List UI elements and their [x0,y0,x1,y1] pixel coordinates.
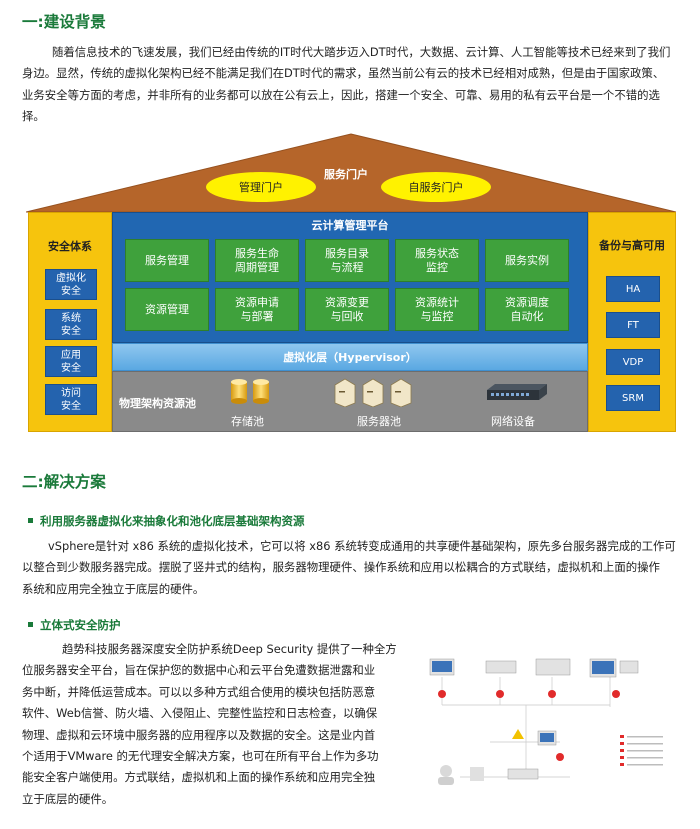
hypervisor-layer: 虚拟化层（Hypervisor） [112,343,588,371]
security-item: 应用安全 [45,346,97,377]
security-item-label: 安全 [61,400,81,412]
section1-paragraph: 随着信息技术的飞速发展，我们已经由传统的IT时代大踏步迈入DT时代，大数据、云计… [22,42,678,128]
cloud-management-platform: 云计算管理平台 服务管理服务生命周期管理服务目录与流程服务状态监控服务实例资源管… [112,212,588,343]
backup-panel-title: 备份与高可用 [599,239,665,252]
backup-item: VDP [606,349,660,375]
sub1-heading: 利用服务器虚拟化来抽象化和池化底层基础架构资源 [28,513,305,529]
platform-module-label: 资源统计 [415,295,459,309]
storage-icon [231,379,269,404]
paragraph-line: 个适用于VMware 的无代理安全解决方案，也可在所有平台上作为多功 [22,749,379,764]
paragraph-line: 立于底层的硬件。 [22,791,114,806]
platform-module: 服务目录与流程 [305,239,389,282]
paragraph-line: 软件、Web信誉、防火墙、入侵阻止、完整性监控和日志检查，以确保 [22,706,378,721]
self-service-portal-oval: 自服务门户 [381,172,491,202]
physical-pool-title: 物理架构资源池 [119,397,196,410]
paragraph-line: 身边。显然，传统的虚拟化架构已经不能满足我们在DT时代的需求，虽然当前公有云的技… [22,66,665,81]
platform-module: 服务状态监控 [395,239,479,282]
cloud-platform-title: 云计算管理平台 [311,219,389,232]
security-item-label: 应用 [61,349,81,361]
platform-module-label: 资源调度 [505,295,549,309]
architecture-diagram: 服务门户 管理门户 自服务门户 安全体系 虚拟化安全系统安全应用安全访问安全 备… [26,132,676,434]
paragraph-line: 以整合到少数服务器完成。摆脱了竖井式的结构，服务器物理硬件、操作系统和应用以松耦… [22,560,660,575]
security-item-label: 安全 [61,325,81,337]
backup-item: FT [606,312,660,338]
security-item-label: 安全 [61,285,81,297]
security-item-label: 安全 [61,362,81,374]
paragraph-line: 位服务器安全平台，旨在保护您的数据中心和云平台免遭数据泄露和业 [22,663,376,678]
bullet-square-icon [28,622,33,627]
platform-module-label: 自动化 [510,309,544,323]
platform-module-label: 与部署 [240,309,274,323]
platform-module: 资源统计与监控 [395,288,479,331]
platform-module-label: 服务状态 [415,246,459,260]
security-item: 系统安全 [45,309,97,340]
section1-heading: 一:建设背景 [22,13,106,31]
platform-module-label: 与回收 [330,309,364,323]
platform-module-label: 监控 [426,260,448,274]
platform-module-label: 服务管理 [145,253,189,267]
platform-module-label: 服务实例 [505,253,549,267]
security-item-label: 访问 [61,387,81,399]
platform-module: 资源申请与部署 [215,288,299,331]
platform-module: 资源变更与回收 [305,288,389,331]
platform-module: 服务管理 [125,239,209,282]
paragraph-line: 业务安全等方面的考虑，并非所有的业务都可以放在公有云上，因此，搭建一个安全、可靠… [22,87,660,102]
service-portal-title: 服务门户 [324,168,368,181]
platform-module: 资源管理 [125,288,209,331]
backup-panel: 备份与高可用 HA FT VDP SRM [588,212,676,432]
platform-module-label: 与流程 [330,260,364,274]
paragraph-line: 随着信息技术的飞速发展，我们已经由传统的IT时代大踏步迈入DT时代，大数据、云计… [52,45,671,59]
network-device-icon [487,384,547,400]
paragraph-line: 趋势科技服务器深度安全防护系统Deep Security 提供了一种全方 [62,642,397,656]
backup-item: HA [606,276,660,302]
security-item-label: 系统 [61,312,81,324]
platform-module: 资源调度自动化 [485,288,569,331]
storage-pool-label: 存储池 [231,415,264,428]
sub2-heading: 立体式安全防护 [28,617,121,633]
paragraph-line: 能安全客户端使用。方式联结，虚拟机和上面的操作系统和应用完全独 [22,770,376,785]
paragraph-line: 系统和应用完全独立于底层的硬件。 [22,581,205,596]
bullet-square-icon [28,518,33,523]
security-item: 访问安全 [45,384,97,415]
paragraph-line: vSphere是针对 x86 系统的虚拟化技术，它可以将 x86 系统转变成通用… [48,539,676,553]
sub2-paragraph: 趋势科技服务器深度安全防护系统Deep Security 提供了一种全方位服务器… [22,639,402,810]
platform-module-label: 与监控 [420,309,454,323]
network-topology-image [429,658,663,785]
admin-portal-oval: 管理门户 [206,172,316,202]
paragraph-line: 物理、虚拟和云环境中服务器的应用程序以及数据的安全。这是业内首 [22,727,376,742]
platform-module-label: 资源管理 [145,302,189,316]
security-panel: 安全体系 虚拟化安全系统安全应用安全访问安全 [28,212,112,432]
network-device-label: 网络设备 [491,415,535,428]
platform-module-label: 服务目录 [325,246,369,260]
physical-resource-pool: 物理架构资源池 存储池 服务器池 网络设备 [112,371,588,432]
paragraph-line: 择。 [22,109,45,124]
platform-module-label: 资源变更 [325,295,369,309]
platform-module: 服务生命周期管理 [215,239,299,282]
section2-heading: 二:解决方案 [22,473,106,491]
paragraph-line: 务中断，并降低运营成本。可以以多种方式组合使用的模块包括防恶意 [22,684,376,699]
server-icon [334,378,412,407]
security-item: 虚拟化安全 [45,269,97,300]
platform-module-label: 周期管理 [235,260,279,274]
platform-module-label: 资源申请 [235,295,279,309]
backup-item: SRM [606,385,660,411]
platform-module: 服务实例 [485,239,569,282]
platform-module-label: 服务生命 [235,246,279,260]
sub1-paragraph: vSphere是针对 x86 系统的虚拟化技术，它可以将 x86 系统转变成通用… [22,536,678,600]
server-pool-label: 服务器池 [357,415,401,428]
security-panel-title: 安全体系 [48,240,92,253]
security-item-label: 虚拟化 [56,272,86,284]
deep-security-network-illustration [420,647,678,803]
